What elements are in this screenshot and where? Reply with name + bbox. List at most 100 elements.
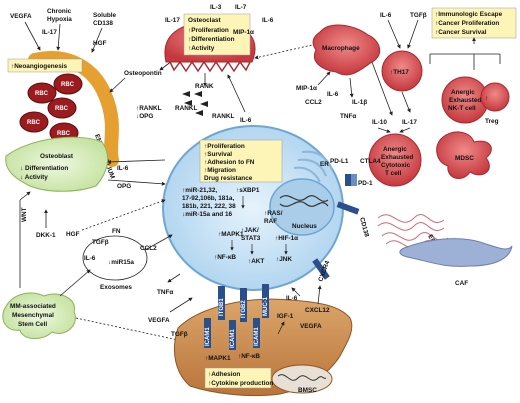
il6-exo-label: IL-6 [84, 255, 96, 262]
hgf-top-label: HGF [93, 40, 107, 47]
treg-cell [480, 82, 510, 112]
mm-line: ↑Survival [204, 151, 232, 158]
arrow [407, 19, 419, 49]
osteoclast-box [183, 13, 251, 56]
icam1-receptor [253, 318, 260, 348]
mirna-line: 181b, 221, 222, 38 [182, 203, 236, 210]
dna-strand [279, 195, 329, 202]
tgfb-th-label: TGFβ [410, 12, 427, 19]
dkk1-label: DKK-1 [36, 232, 56, 239]
itgb1-label: ITGB1 [219, 298, 225, 316]
treg-arrow: ↑ [485, 95, 488, 102]
th17-label: ↑TH17 [390, 69, 409, 76]
myeloma-cell: ER Nucleus ↑Proliferation ↑Survival ↑Adh… [162, 125, 344, 291]
il10-label: IL-10 [372, 119, 387, 126]
ccl2-exo-label: CCL2 [140, 245, 157, 252]
msc-line: Mesenchymal [12, 312, 54, 319]
mirna-line: ↑miR-21,32, [182, 187, 217, 194]
wnt-label: WNT [21, 207, 28, 222]
treg-label: Treg [485, 118, 499, 125]
il17-top-label: IL-17 [42, 29, 57, 36]
arrow [24, 21, 41, 51]
rbc-cell [27, 82, 57, 104]
osteoblast-body [5, 136, 109, 192]
rbc-cell [19, 111, 49, 133]
cytotoxic-t-cell [368, 133, 422, 187]
chronic-hypoxia-line1: Chronic [47, 8, 72, 15]
vegfa-low-label: VEGFA [148, 317, 170, 324]
osteoblast-cell: Osteoblast ↓ Differentiation ↓ Activity [5, 136, 109, 192]
arrow [317, 285, 322, 305]
arrow [291, 287, 301, 297]
macrophage-cell: Macrophage [312, 24, 381, 76]
er-membrane [297, 158, 327, 177]
il3-label: IL-3 [210, 4, 222, 11]
arrow [59, 269, 91, 297]
nk-line: Anergic [451, 89, 475, 96]
il6-mac-label: IL-6 [327, 91, 339, 98]
tnfa-mac-label: TNFα [340, 113, 356, 120]
igf1-label: IGF-1 [277, 313, 294, 320]
osteoclast-line: ↑Activity [188, 45, 215, 52]
arrow [371, 61, 393, 116]
mm-line: Drug resistance [204, 175, 253, 182]
jak-stat-line2: STAT3 [241, 235, 261, 242]
osteoblast-title: Osteoblast [40, 153, 74, 160]
rankl-opg-line2: ↓OPG [136, 113, 153, 120]
neoangiogenesis-box [7, 58, 83, 73]
il6-ob-label: IL-6 [117, 165, 129, 172]
msc-line: MM-associated [10, 303, 56, 310]
pdl1-label: PD-L1 [330, 158, 349, 165]
hgf-ob-label: HGF [66, 231, 80, 238]
ras-raf-line2: RAF [264, 218, 277, 225]
pdl1-receptor [345, 174, 351, 186]
itgb2-label: ITGB2 [241, 300, 247, 318]
jak-stat-line1: ↑JAK/ [241, 227, 259, 234]
er-membrane [293, 166, 321, 183]
muc1-receptor [262, 284, 269, 318]
bmsc-label: BMSC [298, 387, 317, 394]
osteoclast-line: ↑Proliferation [188, 27, 229, 34]
er-label: ER [320, 161, 329, 168]
rbc-label: RBC [55, 106, 69, 112]
arrow [56, 23, 61, 51]
il17-oc-label: IL-17 [165, 17, 180, 24]
icam1-receptor [204, 318, 211, 348]
icam1-label: ICAM1 [254, 327, 260, 346]
opg-label: OPG [117, 183, 131, 190]
caf-cell [399, 238, 513, 267]
ras-raf-line1: ↑RAS/ [264, 210, 283, 217]
rbc-label: RBC [27, 120, 41, 126]
ctl-line: T cell [385, 170, 402, 177]
mip1a-mac-label: MIP-1α [296, 85, 317, 92]
mm-line: ↑Adhesion to FN [204, 159, 255, 166]
mapk1-bmsc-label: ↑MAPK1 [205, 355, 231, 362]
rankl-label-right: RANKL [212, 113, 234, 120]
il6-below-oc-label: IL-6 [240, 117, 252, 124]
dashed-arrow [75, 317, 179, 342]
nfkb-mm-label: ↑NF-κB [214, 254, 236, 261]
rankl-label-left: RANKL [175, 105, 197, 112]
bmsc-outcome-box [204, 367, 272, 389]
osteoblast-line: ↓ Activity [20, 174, 48, 181]
il7-label: IL-7 [235, 4, 247, 11]
macrophage-body [312, 24, 381, 76]
icam1-label: ICAM1 [230, 329, 236, 348]
fn-label: FN [112, 228, 121, 235]
macrophage-label: Macrophage [322, 45, 360, 52]
osteoclast-ruffled-border [169, 60, 251, 73]
mm-line: ↑Proliferation [204, 143, 245, 150]
nk-line: NK-T cell [448, 105, 476, 112]
akt-label: ↑AKT [248, 258, 264, 265]
arrow [107, 179, 166, 186]
ctla4-label: CTLA4 [360, 158, 381, 165]
arrow [144, 234, 173, 251]
mm-line: ↑Migration [204, 167, 236, 174]
immune-line: ↑Cancer Proliferation [435, 20, 499, 27]
mip1a-oc-label: MIP-1α [233, 29, 254, 36]
soluble-cd138-line2: CD138 [93, 20, 113, 27]
cxcl12-label: CXCL12 [305, 307, 330, 314]
er-membrane [301, 150, 333, 171]
arrow [401, 91, 411, 113]
